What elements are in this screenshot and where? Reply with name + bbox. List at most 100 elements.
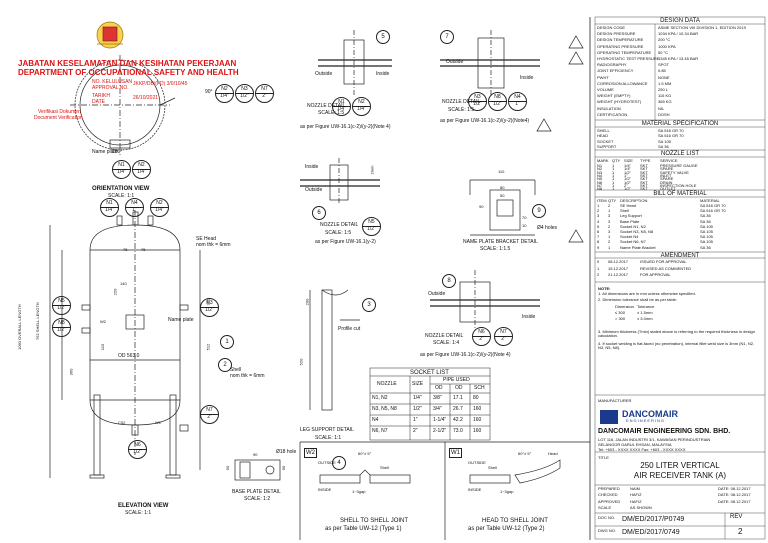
design-data-label: OPERATING PRESSURE	[597, 43, 644, 49]
nd4-outside: Outside	[428, 291, 446, 297]
nd2-title: NOZZLE DETAIL	[442, 99, 481, 105]
bom-cell: SA 36	[700, 244, 711, 250]
nozzle-balloon-size: 1/4"	[151, 207, 168, 213]
shell-joint-tag: W2	[304, 448, 317, 458]
nozzle-balloon-size: 2"	[495, 336, 512, 342]
note-item: 4. If socket welding is flat-faced (no p…	[598, 341, 755, 350]
material-label: SOCKET	[597, 138, 614, 144]
elev-w1: W1	[155, 420, 161, 425]
nozzle-list-cell: N5	[597, 176, 603, 182]
design-data-value: NIL	[658, 105, 665, 111]
nozzle-balloon-size: 2"	[201, 414, 218, 420]
bom-cell: 3	[608, 213, 611, 219]
elev-se-head: SE Head	[196, 236, 217, 242]
notes-title: NOTE:	[598, 286, 611, 291]
head-joint-figure: as per Table UW-12 (Type 2)	[468, 526, 545, 532]
doc-number: DM/ED/2017/P0749	[622, 516, 685, 523]
bom-cell: SA 105	[700, 239, 713, 245]
nozzle-list-cell: N6	[597, 179, 603, 185]
nozzle-list-cell: SPARE	[660, 166, 674, 172]
nozzle-list-cell: SKT	[640, 172, 648, 178]
title-block-cell: HAFIZ	[630, 498, 642, 504]
socket-cell: 3/4"	[433, 406, 442, 412]
bom-cell: SA 36	[700, 218, 711, 224]
elev-overall: 1060 OVERALL LENGTH	[17, 304, 22, 350]
bom-cell: Socket N4	[620, 234, 639, 240]
elevation-view-drawing	[49, 210, 201, 479]
title-block-cell: HAFIZ	[630, 492, 642, 498]
bp-d50: 50	[225, 465, 231, 471]
design-data-value: 0.85	[658, 68, 666, 74]
socket-cell: 1-1/4"	[433, 417, 447, 423]
design-data-value: 1000 KPA	[658, 43, 676, 49]
elev-se-head2: nom thk = 6mm	[196, 242, 231, 248]
npb-d10: 10	[522, 223, 527, 228]
bp-holes: Ø18 hole	[276, 449, 297, 455]
head-joint-angle: 60°± 5°	[518, 451, 532, 456]
nozzle-detail-4-drawing	[430, 270, 540, 330]
leg-d520: 520	[298, 358, 304, 366]
nozzle-balloon-size: 1/2"	[201, 307, 218, 313]
company-address: LOT 116, JALAN INDUSTRI 3/1, KAWASAN PER…	[598, 437, 711, 442]
shell-joint-figure: as per Table UW-12 (Type 1)	[325, 526, 402, 532]
orientation-name-plate: Name plate	[92, 149, 118, 155]
warning-triangle-icon	[536, 118, 552, 132]
npb-d110: 110	[498, 169, 505, 174]
nd4-title: NOZZLE DETAIL	[425, 333, 464, 339]
bom-cell: 2	[597, 208, 600, 214]
nd1-figure: as per Figure UW-16.1(c-2)/(y-2)(Note 4)	[300, 124, 391, 130]
head-joint-outside: OUTSIDE	[468, 460, 486, 465]
title-block-cell: PREPARED	[598, 486, 620, 491]
nozzle-list-cell: 1"	[624, 172, 628, 178]
npb-d50: 50	[500, 193, 505, 198]
nd2-inside: Inside	[520, 75, 534, 81]
nozzle-list-cell: N2	[597, 166, 603, 172]
rev-number: 2	[738, 527, 743, 536]
nozzle-list-cell: 2"	[624, 182, 628, 188]
nozzle-list-cell: SKT	[640, 163, 648, 168]
material-spec-title: MATERIAL SPECIFICATION	[641, 121, 719, 127]
socket-cell: 73.0	[453, 428, 463, 434]
nozzle-list-cell: OUTLET	[660, 186, 676, 192]
nozzle-list-cell: 1/2"	[624, 176, 631, 182]
leg-support-drawing	[309, 289, 360, 411]
company-contact: Tel: +603 - XXXX XXXX Fax: +603 - XXXX X…	[598, 447, 686, 452]
socket-cell: 3/8"	[433, 395, 442, 401]
amendment-cell: 1	[597, 265, 600, 271]
nozzle-list-cell: INSPECTION HOLE	[660, 182, 697, 188]
bom-cell: Name Plate Bracket	[620, 244, 656, 250]
design-data-label: HYDROSTATIC TEST PRESSURE	[597, 56, 660, 61]
npb-holes: Ø4 holes	[537, 225, 558, 231]
bom-cell: 1	[597, 203, 600, 208]
nozzle-balloon-size: 1/4"	[101, 207, 118, 213]
dwg-number: DM/ED/2017/0749	[622, 529, 680, 536]
nd1-title: NOZZLE DETAIL	[307, 103, 346, 109]
design-data-title: DESIGN DATA	[660, 18, 700, 24]
tolerance-cell: Dimension	[615, 304, 634, 309]
socket-col-sch: SCH	[474, 385, 485, 391]
bom-cell: 9	[597, 244, 600, 250]
item-balloon: 6	[312, 206, 326, 220]
nozzle-balloon-size: 1/2"	[363, 226, 380, 232]
nozzle-list-cell: 1	[612, 179, 615, 185]
nd4-figure: as per Figure UW-16.1(c-2)/(y-2)(Note 4)	[420, 352, 511, 358]
nozzle-balloon-size: 1/4"	[216, 93, 233, 99]
nozzle-balloon-id: N1	[106, 200, 113, 206]
socket-cell: 160	[473, 406, 482, 412]
elev-c52: C52	[118, 420, 126, 425]
drawing-title-2: AIR RECEIVER TANK (A)	[633, 471, 727, 480]
bom-cell: SA 36	[700, 213, 711, 219]
design-data-value: SPOT	[658, 62, 669, 68]
bom-cell: 6	[597, 229, 600, 234]
socket-col-od-mm: OD	[455, 385, 463, 391]
elevation-scale: SCALE: 1:1	[125, 510, 152, 516]
bom-cell: 1	[608, 208, 611, 214]
nozzle-balloon-id: N4	[514, 94, 521, 100]
socket-cell: 2"	[413, 428, 418, 434]
design-data-value: 250 L	[658, 87, 669, 92]
title-block-cell: AS SHOWN	[630, 504, 652, 510]
